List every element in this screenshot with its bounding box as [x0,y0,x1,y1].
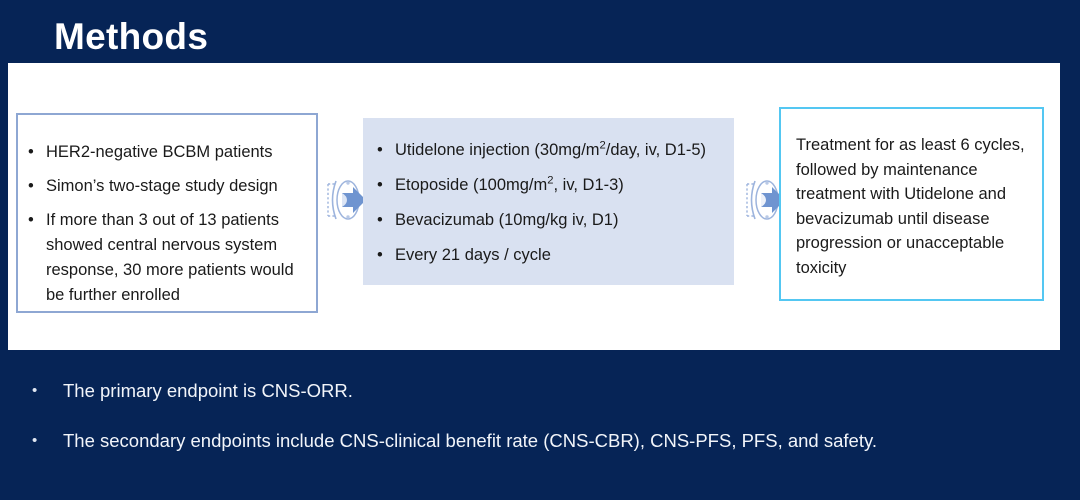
list-item: • The primary endpoint is CNS-ORR. [30,378,1060,404]
arrow-right-icon [327,180,366,220]
list-item-label: The secondary endpoints include CNS-clin… [63,430,877,451]
list-item-label: Utidelone injection (30mg/m2/day, iv, D1… [395,139,707,159]
bullet-icon: • [32,432,38,449]
list-item: • Bevacizumab (10mg/kg iv, D1) [375,208,727,233]
regimen-bullet-list: • Utidelone injection (30mg/m2/day, iv, … [375,138,727,268]
flow-box-maintenance: Treatment for as least 6 cycles, followe… [779,107,1044,301]
flow-box-eligibility: • HER2-negative BCBM patients • Simon’s … [16,113,318,313]
bullet-icon: • [28,177,34,195]
bullet-icon: • [28,143,34,161]
list-item: • The secondary endpoints include CNS-cl… [30,428,1060,454]
endpoints-list: • The primary endpoint is CNS-ORR. • The… [30,378,1060,454]
list-item-label: If more than 3 out of 13 patients showed… [46,211,294,304]
list-item-label: Every 21 days / cycle [395,246,551,264]
connector-arrow-1 [322,172,374,228]
list-item: • Simon’s two-stage study design [26,174,306,199]
list-item-label: Etoposide (100mg/m2, iv, D1-3) [395,174,624,194]
list-item: • Etoposide (100mg/m2, iv, D1-3) [375,173,727,198]
arrow-right-icon [746,180,785,220]
maintenance-text: Treatment for as least 6 cycles, followe… [796,136,1025,277]
flow-box-regimen: • Utidelone injection (30mg/m2/day, iv, … [363,118,734,285]
bullet-icon: • [32,382,38,399]
page-title: Methods [54,16,209,57]
bullet-icon: • [377,246,383,264]
list-item: • Utidelone injection (30mg/m2/day, iv, … [375,138,727,163]
connector-arrow-2 [741,172,793,228]
bullet-icon: • [377,211,383,229]
list-item: • HER2-negative BCBM patients [26,140,306,165]
list-item: • Every 21 days / cycle [375,243,727,268]
list-item: • If more than 3 out of 13 patients show… [26,208,306,308]
bullet-icon: • [377,176,383,194]
eligibility-bullet-list: • HER2-negative BCBM patients • Simon’s … [26,140,306,308]
list-item-label: Simon’s two-stage study design [46,177,278,195]
list-item-label: The primary endpoint is CNS-ORR. [63,380,353,401]
bullet-icon: • [377,141,383,159]
list-item-label: Bevacizumab (10mg/kg iv, D1) [395,211,619,229]
list-item-label: HER2-negative BCBM patients [46,143,273,161]
bullet-icon: • [28,211,34,229]
